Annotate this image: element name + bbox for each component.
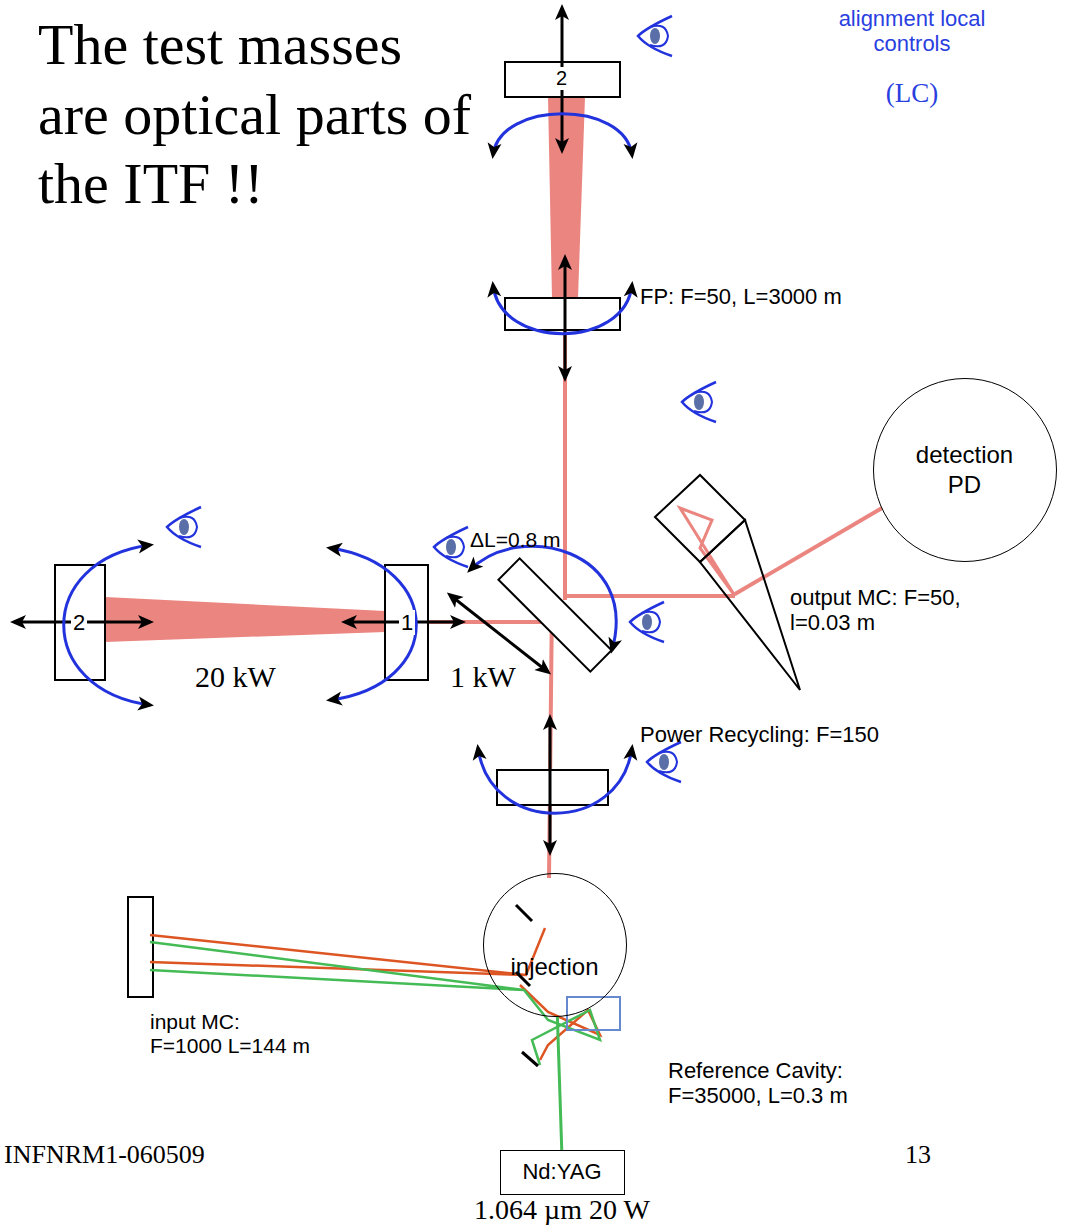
document-id: INFNRM1-060509 (4, 1140, 205, 1170)
injection-optics (150, 905, 620, 1066)
cavity-parameters: Power Recycling: F=150 (640, 722, 879, 747)
cavity-parameters: output MC: F=50, l=0.03 m (790, 585, 990, 636)
slide-heading: The test masses are optical parts of the… (38, 10, 478, 219)
node-label: injection (490, 952, 620, 982)
length-asymmetry: ΔL=0.8 m (470, 528, 561, 552)
cavity-parameters: input MC: F=1000 L=144 m (150, 1010, 314, 1058)
power-value: 1 kW (450, 660, 516, 695)
injection-circle: injection (483, 873, 627, 1017)
output-mode-cleaner (655, 475, 800, 690)
power-value: 20 kW (195, 660, 276, 695)
mirror-number: 1 (399, 610, 415, 635)
detector-circle: detection PD (873, 378, 1057, 562)
node-caption: 1.064 µm 20 W (474, 1194, 650, 1226)
mirror-number: 2 (71, 610, 87, 635)
laser-box: Nd:YAG1.064 µm 20 W (500, 1150, 625, 1195)
local-controls (14, 8, 716, 852)
node-label: Nd:YAG (522, 1158, 601, 1186)
cavity-parameters: Reference Cavity: F=35000, L=0.3 m (668, 1058, 938, 1109)
node-label: detection PD (905, 440, 1025, 500)
cavity-parameters: FP: F=50, L=3000 m (640, 284, 900, 309)
abbreviation: (LC) (872, 78, 952, 109)
mirror-number: 2 (554, 67, 569, 90)
page-number: 13 (905, 1140, 931, 1170)
laser-beam-connector (557, 1017, 561, 1150)
legend-note: alignment local controls (822, 6, 1002, 57)
